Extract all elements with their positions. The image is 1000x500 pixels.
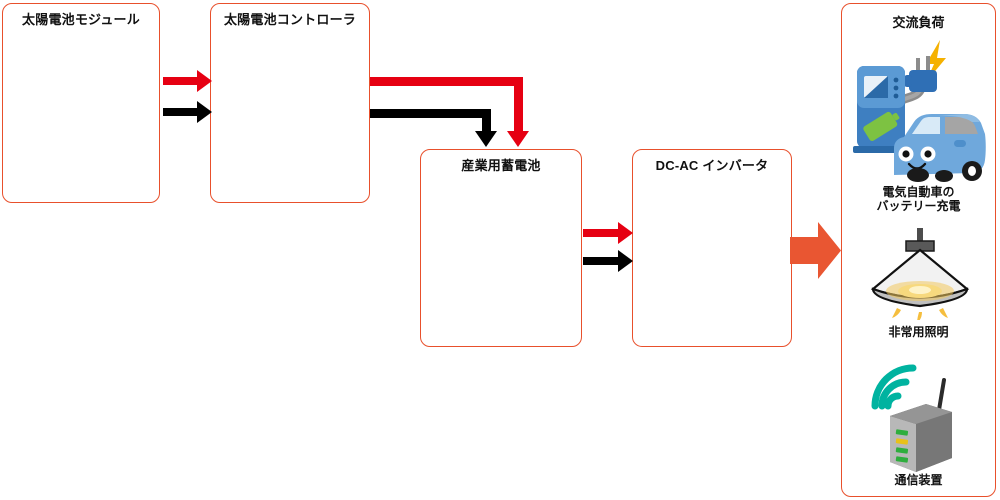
block-pv-controller[interactable]: 太陽電池コントローラ <box>210 3 370 203</box>
arrow-head <box>507 131 529 147</box>
ev-charging-station-icon <box>852 30 987 182</box>
arrow-shaft <box>583 257 620 265</box>
emergency-light-caption: 非常用照明 <box>888 325 949 339</box>
arrow-battery-to-inverter-black <box>583 250 633 272</box>
arrow-shaft <box>163 108 199 116</box>
ac-load-panel-title: 交流負荷 <box>892 15 945 30</box>
arrow-shaft-vertical <box>514 77 523 132</box>
block-pv-module[interactable]: 太陽電池モジュール <box>2 3 160 203</box>
block-pv-controller-label: 太陽電池コントローラ <box>223 12 356 27</box>
arrow-pv-to-controller-black <box>163 101 212 123</box>
arrow-battery-to-inverter-red <box>583 222 633 244</box>
orange-arrow-icon <box>790 222 841 279</box>
arrow-head <box>475 131 497 147</box>
arrow-shaft-horizontal <box>370 77 523 86</box>
arrow-shaft <box>583 229 620 237</box>
arrow-head <box>197 101 212 123</box>
comm-equipment-caption: 通信装置 <box>894 473 943 487</box>
block-storage-battery-label: 産業用蓄電池 <box>461 158 541 173</box>
arrow-shaft <box>163 77 199 85</box>
arrow-shaft-horizontal <box>370 109 490 118</box>
arrow-pv-to-controller-red <box>163 70 212 92</box>
arrow-head <box>618 222 633 244</box>
arrow-head <box>618 250 633 272</box>
block-dc-ac-inverter-label: DC-AC インバータ <box>655 158 769 173</box>
block-storage-battery[interactable]: 産業用蓄電池 <box>420 149 582 347</box>
wifi-router-icon <box>868 354 972 474</box>
block-dc-ac-inverter[interactable]: DC-AC インバータ <box>632 149 792 347</box>
pendant-lamp-icon <box>864 228 976 323</box>
arrow-inverter-to-ac-load <box>790 222 841 279</box>
arrow-head <box>197 70 212 92</box>
block-pv-module-label: 太陽電池モジュール <box>22 12 140 27</box>
arrow-shaft-vertical <box>482 109 491 132</box>
ac-load-panel[interactable]: 交流負荷 <box>841 3 996 497</box>
ev-charging-caption: 電気自動車の バッテリー充電 <box>876 185 961 213</box>
